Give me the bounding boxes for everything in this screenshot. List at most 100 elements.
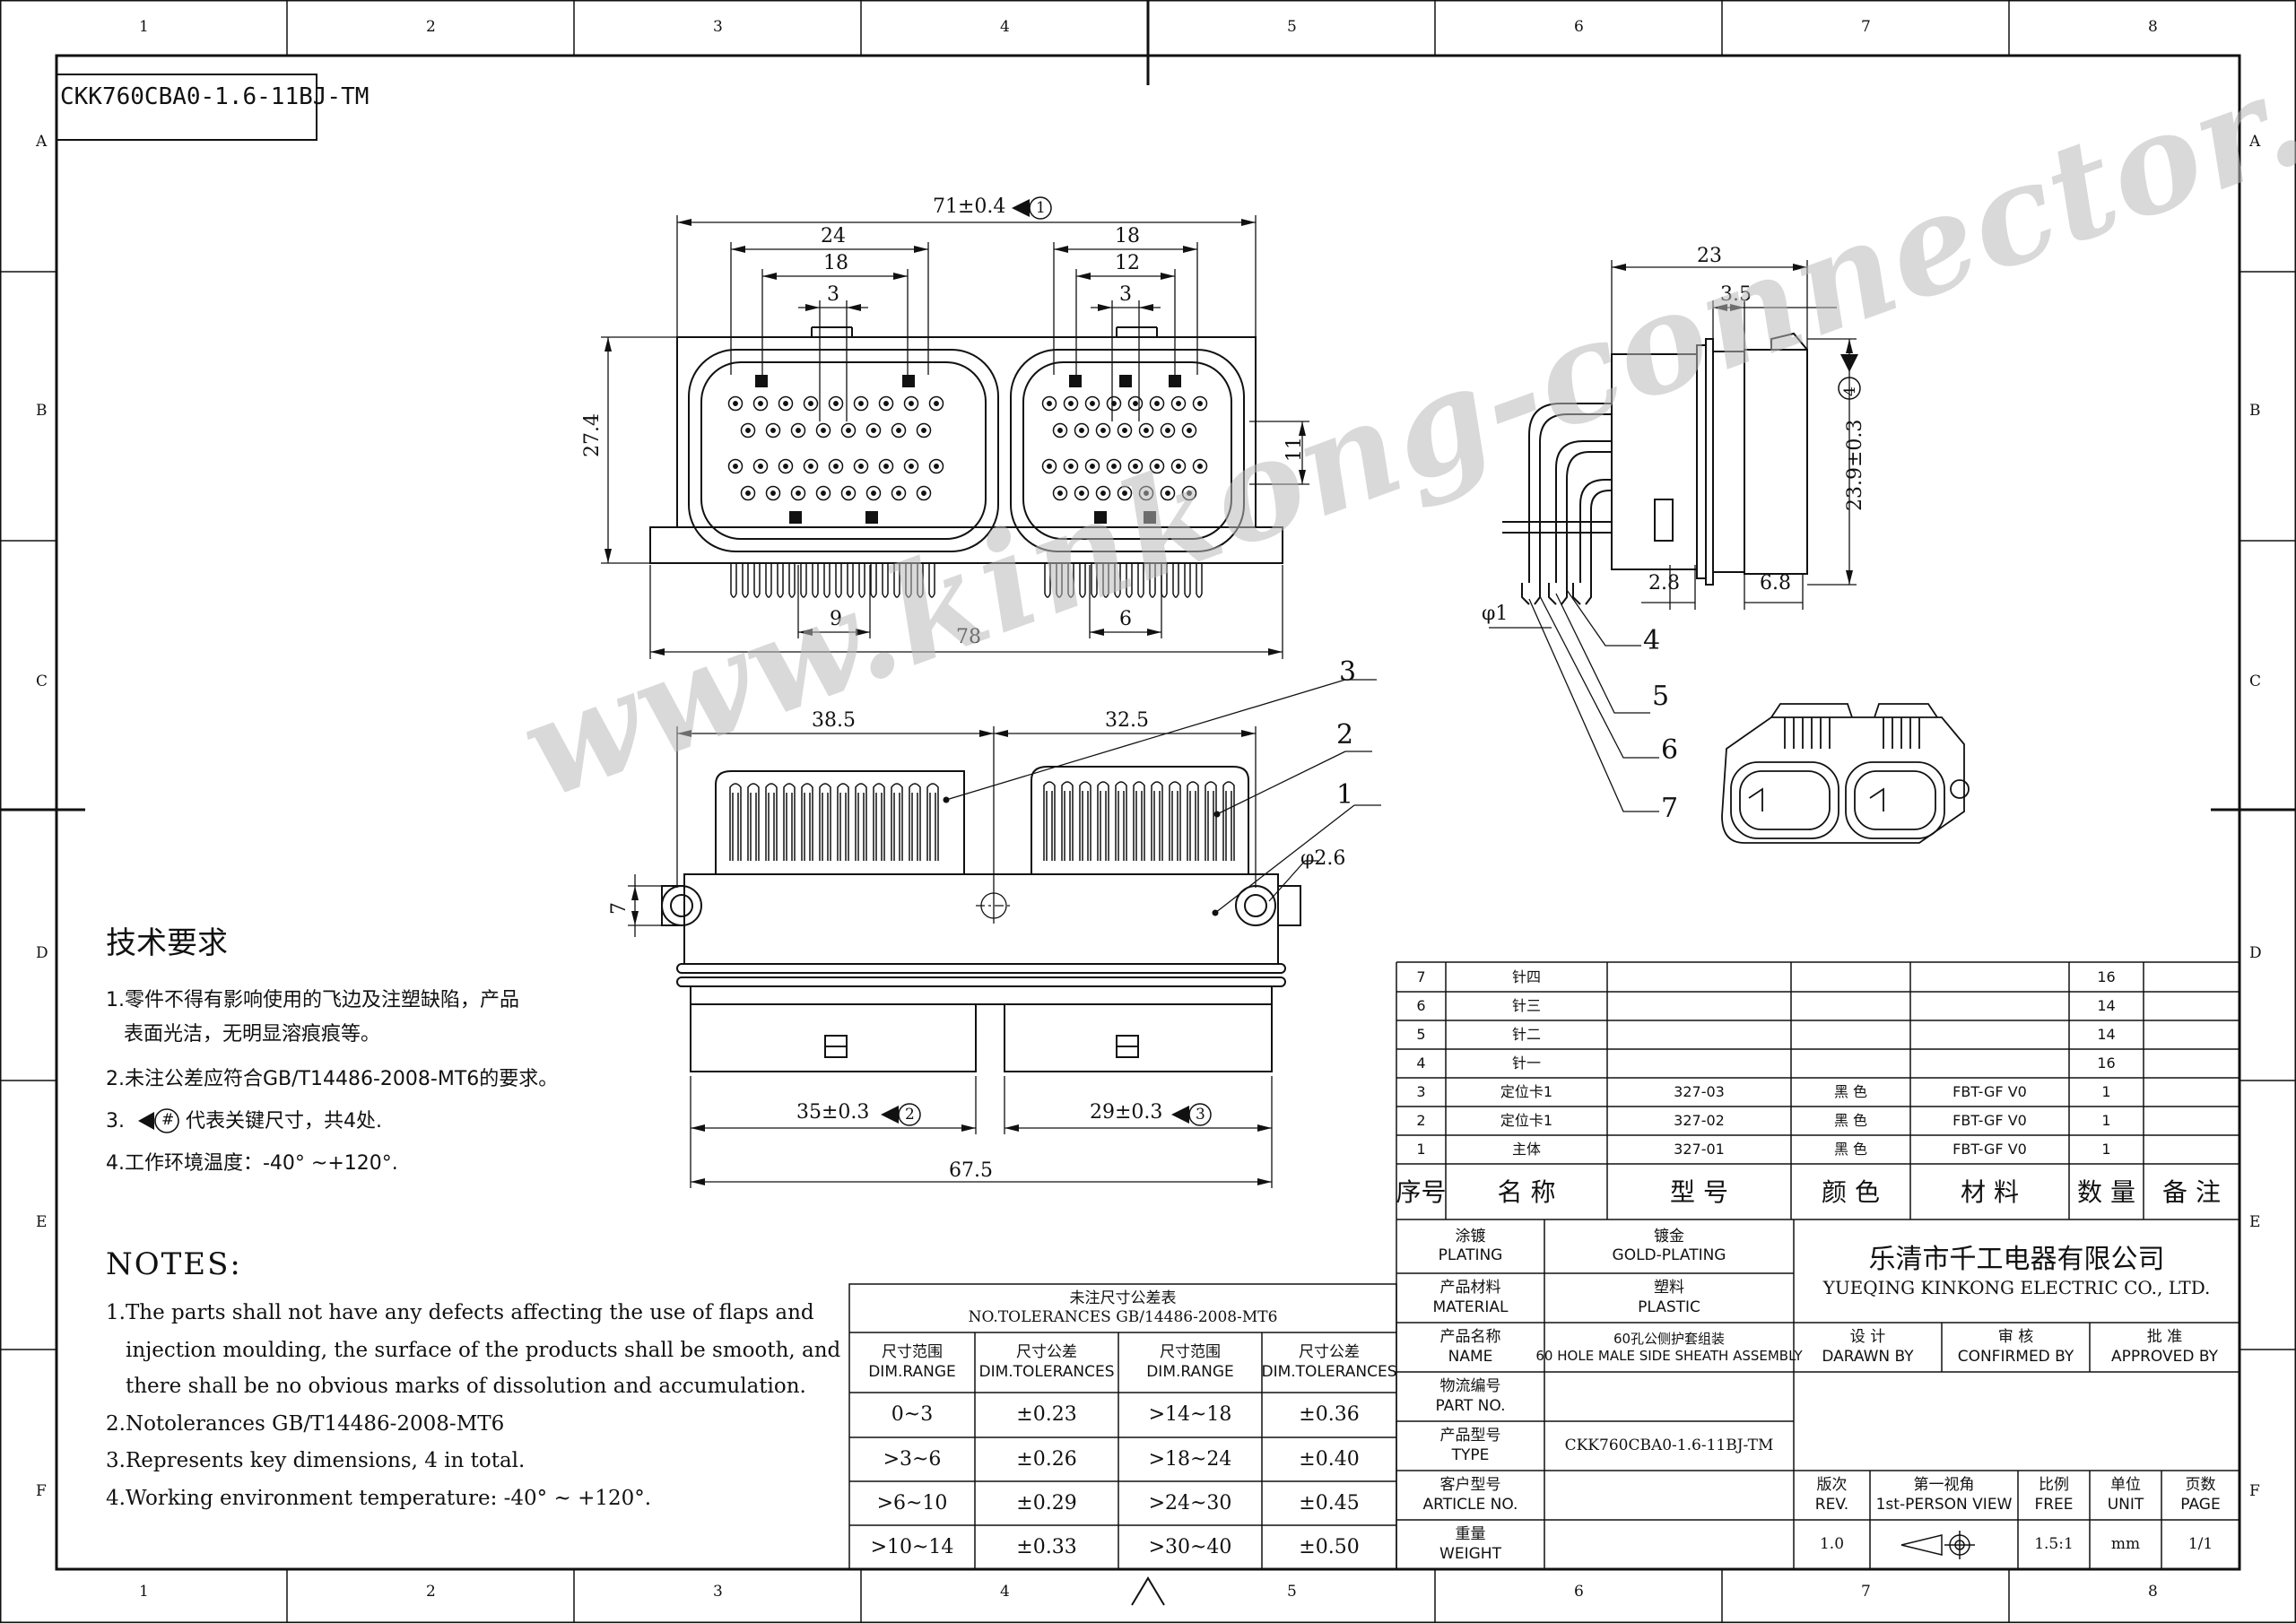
key-symbol-char: # [161,1111,175,1129]
pin-leg [928,563,935,598]
bom-cell-no: 7 [1416,968,1426,985]
front-pin-inner [768,793,775,861]
pin-leg [882,563,889,598]
pin-leg [742,563,749,598]
pin-hole [1127,395,1144,412]
pin-hole [1160,485,1176,501]
dim-height: 27.4 [581,413,604,457]
side-dimensions [1489,260,1857,812]
pin-hole [878,458,894,474]
tolerance-cell: >14~18 [1148,1403,1232,1427]
pin-hole [778,458,794,474]
arrowheads-side [1612,264,1853,585]
pin-hole [1192,458,1208,474]
pin-leg [1044,563,1051,598]
front-pin [801,783,813,861]
pin-hole [1170,395,1187,412]
bom-cell-no: 3 [1416,1083,1426,1100]
callout-7: 7 [1661,793,1679,824]
pin-leg [765,563,772,598]
dim-base-width: 78 [956,626,981,648]
pin-leg [823,563,831,598]
dim-side-11: 11 [1283,437,1306,462]
tech-req-line-3: 2.未注公差应符合GB/T14486-2008-MT6的要求。 [106,1068,559,1090]
pin-hole [903,458,919,474]
dim-right-outer: 18 [1115,225,1140,247]
zone-column-label: 5 [1287,1583,1297,1601]
projection-symbol [1900,1531,1975,1559]
iso-view [1721,703,1970,844]
zone-row-label: F [2249,1482,2260,1500]
tolerance-cell: 0~3 [891,1403,934,1427]
dim-pitch-right: 6 [1119,608,1132,630]
pin-hole [1063,458,1079,474]
pin-hole [1138,422,1154,438]
front-pin-inner [1189,791,1196,861]
pin-hole [1052,422,1068,438]
bom-cell-color: 黑 色 [1833,1141,1868,1158]
callout-6: 6 [1661,734,1679,766]
pin-hole [1106,458,1122,474]
zone-column-label: 2 [426,1583,436,1601]
pin-hole [828,458,844,474]
bom-cell-model [1607,992,1791,1020]
tech-req-line-1: 1.零件不得有影响使用的飞边及注塑缺陷，产品 [106,989,519,1011]
pin-hole [1149,395,1165,412]
pin-leg [917,563,924,598]
pin-hole [1192,395,1208,412]
pin-hole [916,485,932,501]
zone-column-label: 3 [713,18,723,36]
front-pin [1205,781,1217,861]
bom-cell-no: 1 [1416,1141,1426,1158]
bom-cell-color [1791,962,1910,992]
pin-hole [1095,485,1111,501]
front-pin [926,783,939,861]
pin-hole [1084,395,1100,412]
front-pin-inner [1046,791,1053,861]
pin-hole [840,422,857,438]
tolerance-cell: ±0.45 [1299,1491,1360,1515]
tolerance-cell: >3~6 [883,1447,942,1471]
pin-leg [777,563,784,598]
front-pin [1133,781,1145,861]
tech-req-line-2: 表面光洁，无明显溶痕痕等。 [124,1023,381,1046]
dim-pin-diameter: φ1 [1482,603,1509,625]
key-marker-4: 4 [1841,386,1859,396]
tolerance-cell: ±0.23 [1016,1403,1077,1427]
bom-cell-name: 针四 [1511,968,1541,985]
dim-bottom-right: 29±0.3 [1090,1101,1163,1124]
key-marker-3: 3 [1196,1106,1205,1124]
zone-row-label: D [36,944,48,962]
pin-hole [1170,458,1187,474]
pin-hole [752,458,769,474]
front-pin-inner [875,793,883,861]
key-blocks [755,375,1181,524]
front-pin-inner [1100,791,1107,861]
front-pin-inner [1064,791,1071,861]
pin-leg [1137,563,1144,598]
dim-front-right: 32.5 [1105,709,1149,732]
bom-cell-color [1791,1020,1910,1049]
tolerance-table-lines [848,1283,1397,1570]
pin-hole [928,458,944,474]
tb-rev-value: 1.0 [1819,1534,1845,1553]
bom-header-cell: 型 号 [1670,1176,1728,1207]
pin-leg [1102,563,1109,598]
pin-leg [812,563,819,598]
pin-hole [1084,458,1100,474]
front-pin-inner [1225,791,1232,861]
bom-cell-name: 针二 [1511,1026,1541,1043]
pin-hole [752,395,769,412]
pin-hole [815,485,831,501]
pin-hole [803,395,819,412]
zone-row-label: C [36,673,48,690]
pin-leg [1149,563,1156,598]
pin-hole [828,395,844,412]
